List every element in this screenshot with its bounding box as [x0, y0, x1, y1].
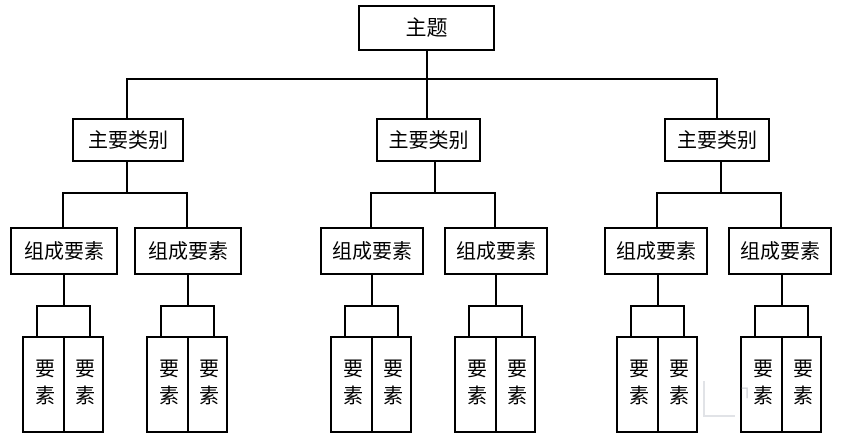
node-component-1-1[interactable]: 组成要素	[444, 227, 548, 275]
connector-component-2-0-drop	[656, 192, 658, 228]
connector-root-stem	[426, 51, 428, 79]
node-component-0-1[interactable]: 组成要素	[134, 227, 242, 275]
connector-category-2-stem	[720, 162, 722, 193]
connector-component-0-0-stem	[63, 275, 65, 306]
connector-component-2-1-drop	[780, 192, 782, 228]
node-leaf-1-0-1[interactable]: 要素	[371, 338, 410, 431]
connector-leaf-bus-1-1	[468, 305, 523, 307]
connector-category-0-stem	[126, 162, 128, 193]
leaf-pair-1-0: 要素 要素	[330, 336, 412, 433]
connector-leaf-1-1-0-drop	[468, 305, 470, 337]
connector-component-2-0-stem	[657, 275, 659, 306]
connector-leaf-0-1-1-drop	[213, 305, 215, 337]
leaf-pair-1-1: 要素 要素	[454, 336, 536, 433]
node-leaf-0-0-0[interactable]: 要素	[31, 357, 56, 412]
node-leaf-0-1-0[interactable]: 要素	[155, 357, 180, 412]
node-component-1-0[interactable]: 组成要素	[320, 227, 424, 275]
node-component-0-0[interactable]: 组成要素	[10, 227, 118, 275]
connector-leaf-1-1-1-drop	[521, 305, 523, 337]
connector-leaf-2-0-1-drop	[683, 305, 685, 337]
leaf-pair-0-0: 要素 要素	[22, 336, 104, 433]
node-leaf-0-0-1[interactable]: 要素	[63, 338, 102, 431]
connector-leaf-1-0-1-drop	[397, 305, 399, 337]
node-category-0[interactable]: 主要类别	[72, 118, 184, 162]
node-category-1[interactable]: 主要类别	[376, 118, 481, 162]
connector-component-1-0-drop	[370, 192, 372, 228]
connector-leaf-0-1-0-drop	[160, 305, 162, 337]
connector-leaf-bus-0-1	[160, 305, 215, 307]
connector-component-1-1-drop	[494, 192, 496, 228]
connector-leaf-2-1-1-drop	[807, 305, 809, 337]
connector-category-2-drop	[716, 78, 718, 119]
connector-leaf-0-0-1-drop	[89, 305, 91, 337]
node-leaf-0-1-1[interactable]: 要素	[187, 338, 226, 431]
leaf-pair-2-1: 要素 要素	[740, 336, 822, 433]
node-leaf-1-1-0[interactable]: 要素	[463, 357, 488, 412]
node-leaf-1-1-1[interactable]: 要素	[495, 338, 534, 431]
node-leaf-1-0-0[interactable]: 要素	[339, 357, 364, 412]
connector-level2-bus	[126, 78, 717, 80]
node-leaf-2-0-1[interactable]: 要素	[657, 338, 696, 431]
leaf-pair-0-1: 要素 要素	[146, 336, 228, 433]
connector-component-1-0-stem	[371, 275, 373, 306]
node-category-2[interactable]: 主要类别	[664, 118, 770, 162]
node-leaf-2-1-1[interactable]: 要素	[781, 338, 820, 431]
connector-leaf-bus-1-0	[344, 305, 399, 307]
connector-component-bus-1	[370, 192, 496, 194]
leaf-pair-2-0: 要素 要素	[616, 336, 698, 433]
connector-component-0-0-drop	[62, 192, 64, 228]
connector-component-1-1-stem	[495, 275, 497, 306]
node-leaf-2-0-0[interactable]: 要素	[625, 357, 650, 412]
connector-leaf-1-0-0-drop	[344, 305, 346, 337]
connector-category-1-drop	[426, 78, 428, 119]
node-component-2-0[interactable]: 组成要素	[604, 227, 708, 275]
connector-leaf-2-0-0-drop	[630, 305, 632, 337]
connector-category-1-stem	[434, 162, 436, 193]
watermark-bracket	[703, 381, 735, 417]
connector-component-0-1-stem	[187, 275, 189, 306]
connector-component-0-1-drop	[186, 192, 188, 228]
connector-leaf-0-0-0-drop	[36, 305, 38, 337]
node-leaf-2-1-0[interactable]: 要素	[749, 357, 774, 412]
connector-leaf-bus-2-0	[630, 305, 685, 307]
connector-leaf-bus-0-0	[36, 305, 91, 307]
node-root[interactable]: 主题	[358, 5, 495, 51]
connector-component-bus-2	[656, 192, 782, 194]
connector-leaf-2-1-0-drop	[754, 305, 756, 337]
connector-leaf-bus-2-1	[754, 305, 809, 307]
connector-component-bus-0	[62, 192, 188, 194]
connector-component-2-1-stem	[781, 275, 783, 306]
node-component-2-1[interactable]: 组成要素	[728, 227, 832, 275]
connector-category-0-drop	[126, 78, 128, 119]
